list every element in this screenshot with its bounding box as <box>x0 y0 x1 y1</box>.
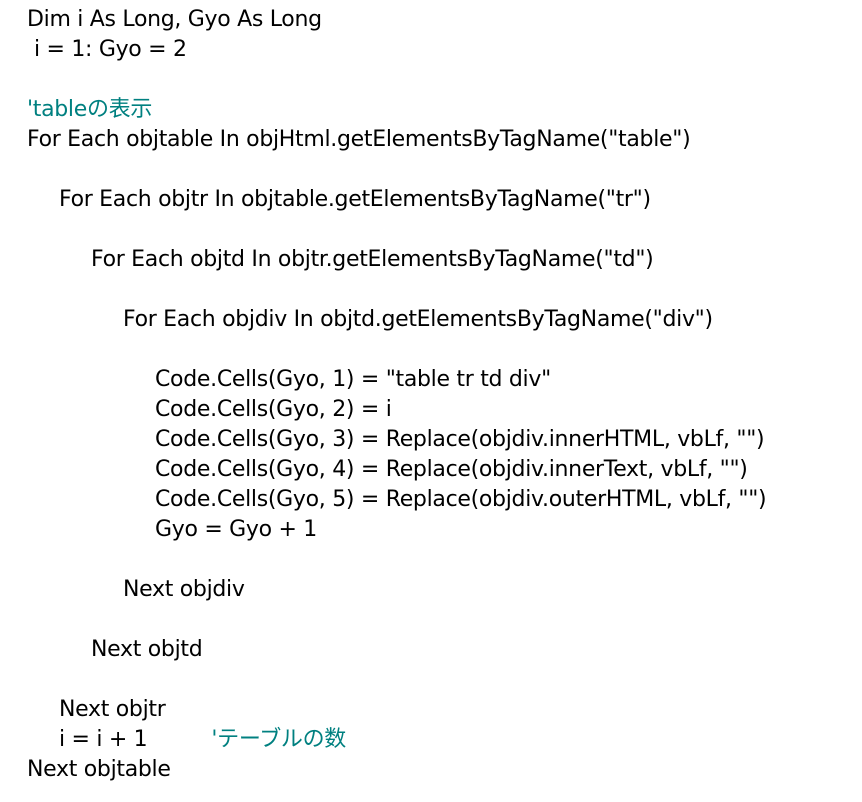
code-line-blank <box>27 335 857 365</box>
code-line: i = 1: Gyo = 2 <box>34 37 187 62</box>
code-editor[interactable]: Dim i As Long, Gyo As Long i = 1: Gyo = … <box>27 5 857 785</box>
code-line: Code.Cells(Gyo, 4) = Replace(objdiv.inne… <box>155 457 748 482</box>
code-line-blank <box>27 665 857 695</box>
code-line: Code.Cells(Gyo, 1) = "table tr td div" <box>155 367 551 392</box>
code-line: Dim i As Long, Gyo As Long <box>27 7 322 32</box>
code-line: Code.Cells(Gyo, 2) = i <box>155 397 392 422</box>
code-line: Next objdiv <box>123 577 245 602</box>
code-line: Next objtr <box>59 697 166 722</box>
code-line-blank <box>27 215 857 245</box>
code-line: Code.Cells(Gyo, 3) = Replace(objdiv.inne… <box>155 427 765 452</box>
code-line: For Each objtd In objtr.getElementsByTag… <box>91 247 654 272</box>
code-line-blank <box>27 545 857 575</box>
code-line: Next objtd <box>91 637 203 662</box>
code-line-blank <box>27 155 857 185</box>
code-statement: i = i + 1 <box>59 727 148 752</box>
code-line: For Each objdiv In objtd.getElementsByTa… <box>123 307 713 332</box>
code-line: Next objtable <box>27 757 171 782</box>
code-line: For Each objtable In objHtml.getElements… <box>27 127 691 152</box>
code-line: For Each objtr In objtable.getElementsBy… <box>59 187 651 212</box>
code-comment: 'tableの表示 <box>27 97 153 122</box>
code-line-blank <box>27 275 857 305</box>
code-line-blank <box>27 65 857 95</box>
code-inline-comment: 'テーブルの数 <box>211 727 347 752</box>
code-line: Code.Cells(Gyo, 5) = Replace(objdiv.oute… <box>155 487 767 512</box>
code-line-with-comment: i = i + 1 'テーブルの数 <box>27 725 857 755</box>
code-line: Gyo = Gyo + 1 <box>155 517 317 542</box>
code-line-blank <box>27 605 857 635</box>
